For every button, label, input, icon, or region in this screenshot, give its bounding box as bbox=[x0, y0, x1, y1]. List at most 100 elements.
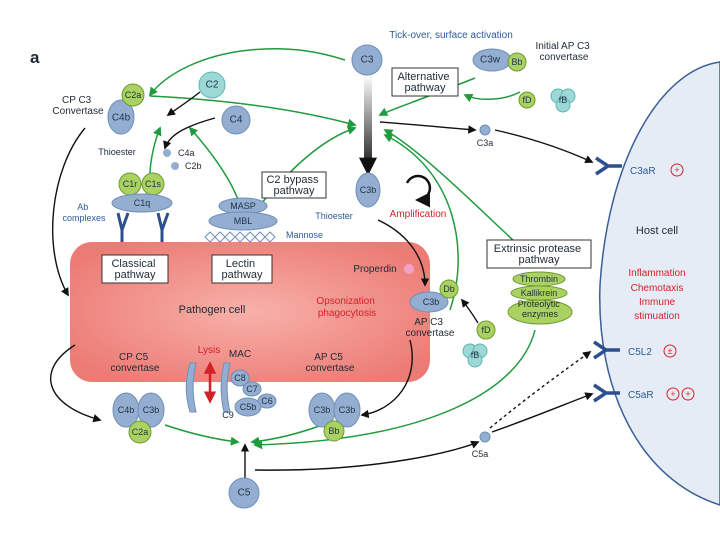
c3a-label: C3a bbox=[477, 138, 494, 148]
c5b-label: C5b bbox=[240, 402, 257, 412]
c3b-mid bbox=[355, 172, 381, 208]
mannose-label: Mannose bbox=[286, 230, 323, 240]
tickover-label: Tick-over, surface activation bbox=[389, 30, 513, 41]
c5l2-sign-circle bbox=[663, 344, 677, 358]
alternative-pathway-label: Alternative pathway bbox=[397, 71, 452, 94]
bb-ap5 bbox=[323, 420, 345, 442]
c7 bbox=[242, 381, 262, 397]
c5ar-sign-circle-2 bbox=[681, 387, 695, 401]
c1r-label: C1r bbox=[123, 179, 138, 189]
c4-free-label: C4 bbox=[230, 115, 243, 126]
c3b-ap5-b bbox=[333, 392, 361, 428]
arrow-extrinsic-to-c3 bbox=[383, 129, 516, 243]
c5l2-sign: ± bbox=[668, 346, 673, 356]
amplification-label: Amplification bbox=[390, 209, 447, 220]
c2-free-label: C2 bbox=[206, 80, 219, 91]
c4b-c5-label: C4b bbox=[118, 405, 135, 415]
fd-top bbox=[518, 91, 536, 109]
c4b-cp bbox=[107, 99, 135, 135]
fb-mid: fB bbox=[462, 343, 488, 368]
thioester-left-label: Thioester bbox=[98, 147, 136, 157]
fd-mid-label: fD bbox=[482, 325, 492, 335]
fb-top-label: fB bbox=[559, 95, 568, 105]
host-cell bbox=[599, 61, 720, 506]
arrow-c5a-to-c5l2 bbox=[489, 351, 592, 429]
c3b-ap5-b-label: C3b bbox=[339, 405, 356, 415]
c2a-cp-label: C2a bbox=[125, 90, 142, 100]
db bbox=[439, 279, 459, 299]
extrinsic-pathway-box bbox=[486, 239, 592, 269]
c3b-ap-label: C3b bbox=[423, 297, 440, 307]
c2-bypass-label: C2 bypass pathway bbox=[266, 174, 321, 197]
arrow-c2-to-c4b bbox=[166, 91, 201, 116]
mac-label: MAC bbox=[229, 349, 251, 360]
c3-cleavage-column bbox=[364, 75, 372, 165]
effect-stimulation: stimuation bbox=[634, 311, 680, 322]
arrow-c5a-to-c5ar bbox=[491, 392, 594, 433]
ab-complexes-label: Ab complexes bbox=[62, 202, 106, 223]
arrow-masp-to-c4 bbox=[188, 126, 241, 206]
arrow-cp-conv-to-c3 bbox=[149, 95, 357, 128]
host-cell-label: Host cell bbox=[636, 225, 678, 237]
mbl-label: MBL bbox=[234, 216, 253, 226]
mannose-lattice bbox=[204, 231, 276, 243]
c2a-c5-label: C2a bbox=[132, 427, 149, 437]
c4a-label: C4a bbox=[178, 148, 195, 158]
c5ar-sign-circle-1 bbox=[666, 387, 680, 401]
c3ar-sign: + bbox=[674, 165, 679, 175]
c1s-label: C1s bbox=[145, 179, 162, 189]
c2b-dot bbox=[171, 162, 179, 170]
ap-c3-convertase-label: AP C3 convertase bbox=[406, 317, 455, 339]
classical-pathway-box bbox=[101, 254, 169, 284]
effect-chemotaxis: Chemotaxis bbox=[631, 283, 684, 294]
arrow-c1s-to-c4 bbox=[149, 126, 162, 176]
pathogen-cell-label: Pathogen cell bbox=[179, 304, 246, 316]
mbl bbox=[208, 211, 278, 231]
c2a-cp bbox=[121, 83, 145, 107]
c3-top bbox=[351, 44, 383, 76]
c1q bbox=[111, 193, 173, 213]
arrow-c5-to-c5a bbox=[254, 440, 480, 471]
cp-c3-convertase-label: CP C3 Convertase bbox=[52, 95, 104, 117]
c5ar-sign-2: + bbox=[685, 389, 690, 399]
c3b-ap5-a-label: C3b bbox=[314, 405, 331, 415]
c5a-label: C5a bbox=[472, 449, 489, 459]
c3ar-sign-circle bbox=[670, 163, 684, 177]
proteolytic-label: Proteolytic enzymes bbox=[518, 299, 563, 319]
c3b-ap bbox=[409, 291, 449, 313]
opsonization-label: Opsonization phagocytosis bbox=[316, 296, 377, 319]
arrow-c4-to-c4a bbox=[163, 117, 216, 150]
arrow-ext-to-c5 bbox=[253, 329, 536, 450]
fb-mid-label: fB bbox=[471, 350, 480, 360]
panel-letter: a bbox=[30, 48, 40, 67]
arrow-c3-to-c3a bbox=[379, 121, 477, 134]
effect-inflammation: Inflammation bbox=[628, 268, 685, 279]
c4a-dot bbox=[163, 149, 171, 157]
arrow-cp-conv-down bbox=[52, 127, 86, 297]
thrombin-label: Thrombin bbox=[520, 274, 558, 284]
c2a-c5 bbox=[128, 420, 152, 444]
arrow-c3b-to-db bbox=[377, 219, 430, 287]
c5ar-label: C5aR bbox=[628, 390, 654, 401]
c2-free bbox=[198, 71, 226, 99]
c4b-cp-label: C4b bbox=[112, 113, 131, 124]
c3ar-label: C3aR bbox=[630, 166, 656, 177]
arrow-cp-c5-down bbox=[49, 344, 102, 423]
c5ar-receptor bbox=[593, 383, 620, 403]
kallikrein-label: Kallikrein bbox=[521, 288, 558, 298]
fb-top: fB bbox=[550, 88, 576, 113]
c5ar-sign-1: + bbox=[670, 389, 675, 399]
cp-c5-convertase-label: CP C5 convertase bbox=[111, 352, 160, 374]
c3b-mid-label: C3b bbox=[360, 185, 377, 195]
c6-label: C6 bbox=[261, 396, 273, 406]
c3w-label: C3w bbox=[480, 55, 501, 66]
extrinsic-pathway-label: Extrinsic protease pathway bbox=[494, 243, 585, 266]
initial-ap-label: Initial AP C3 convertase bbox=[535, 41, 592, 63]
host-effects: Inflammation Chemotaxis Immune stimuatio… bbox=[628, 268, 685, 322]
c2-bypass-box bbox=[261, 171, 327, 199]
bb-ap5-label: Bb bbox=[328, 426, 339, 436]
c4-free bbox=[221, 105, 251, 135]
c7-label: C7 bbox=[246, 384, 258, 394]
c2b-label: C2b bbox=[185, 161, 202, 171]
